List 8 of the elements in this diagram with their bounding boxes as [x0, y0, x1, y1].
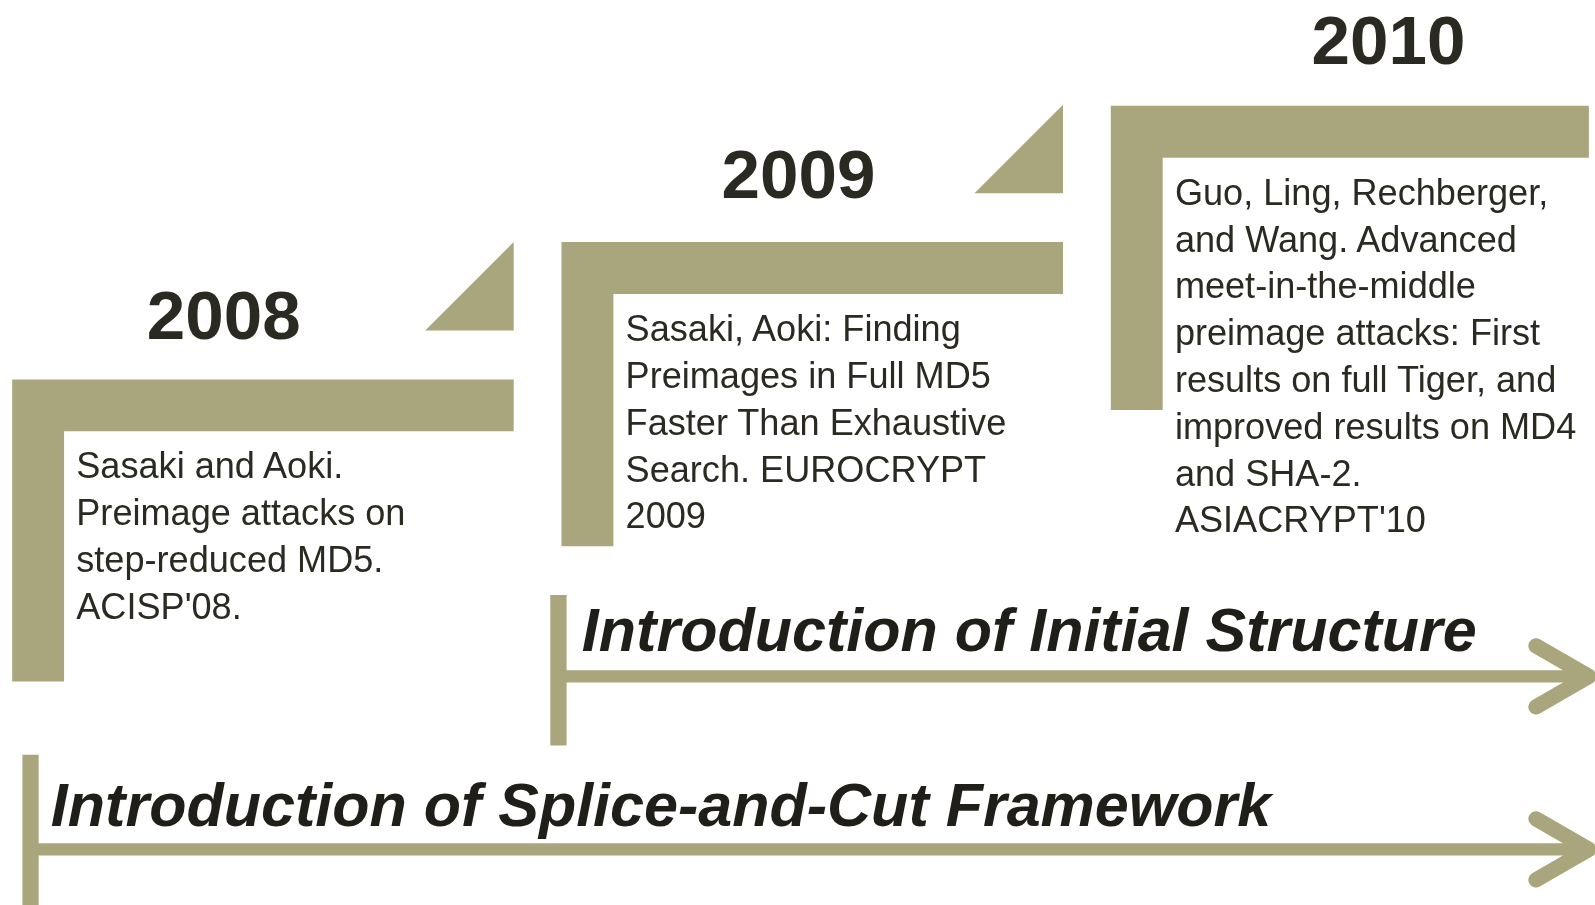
year-heading: 2010	[1311, 6, 1466, 76]
reference-text: Sasaki, Aoki: Finding Preimages in Full MD5 Faster Than Exhaustive Search. EUROCRYPT 2009	[625, 307, 1008, 539]
reference-text: Sasaki and Aoki. Preimage attacks on step-reduced MD5. ACISP'08.	[76, 444, 407, 629]
arrow-label: Introduction of Splice-and-Cut Framework	[50, 775, 1272, 837]
arrow-label: Introduction of Initial Structure	[581, 600, 1477, 662]
reference-text: Guo, Ling, Rechberger, and Wang. Advanced meet-in-the-middle preimage attacks: First results on full Tiger, and improved results on MD4 and SHA-2. ASIACRYPT'10	[1174, 170, 1578, 543]
year-heading: 2009	[721, 140, 876, 210]
year-heading: 2008	[146, 280, 301, 350]
